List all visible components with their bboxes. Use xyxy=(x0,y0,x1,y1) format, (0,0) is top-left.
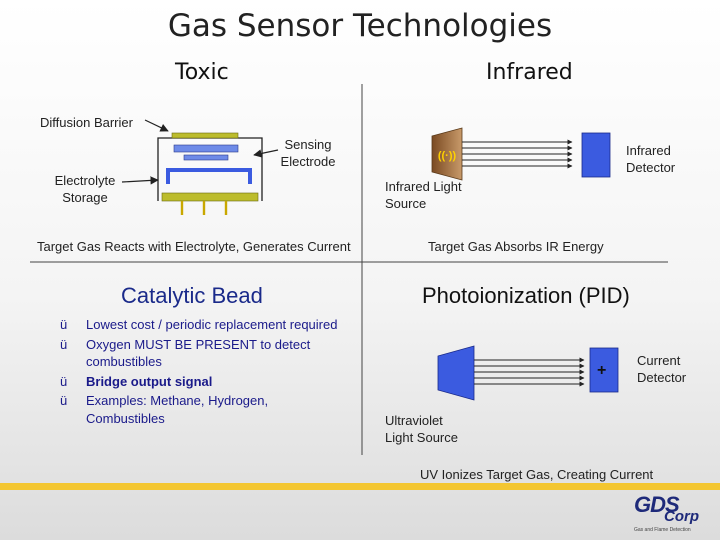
sensing-electrode-label: Sensing Electrode xyxy=(280,137,336,169)
infrared-detector-label: Infrared Detector xyxy=(626,143,676,175)
current-detector-label: Current Detector xyxy=(637,353,687,385)
diffusion-barrier-arrow xyxy=(144,119,169,132)
diffusion-barrier-label: Diffusion Barrier xyxy=(40,115,133,130)
electrolyte-storage-label: Electrolyte Storage xyxy=(54,173,116,205)
toxic-caption: Target Gas Reacts with Electrolyte, Gene… xyxy=(37,239,351,254)
uv-source-shape xyxy=(437,345,475,401)
infrared-caption: Target Gas Absorbs IR Energy xyxy=(428,239,604,254)
check-icon: ü xyxy=(60,373,68,389)
infrared-source-label: Infrared Light Source xyxy=(385,179,462,211)
cell-base xyxy=(161,192,259,202)
uv-source-label: Ultraviolet Light Source xyxy=(385,413,458,445)
diffusion-barrier-layer xyxy=(171,132,239,139)
catalytic-heading: Catalytic Bead xyxy=(121,283,263,308)
ir-detector-block xyxy=(581,132,611,178)
infrared-heading: Infrared xyxy=(486,60,573,85)
ir-emitter-symbol-icon: ((·)) xyxy=(438,150,457,162)
sensing-electrode-plate xyxy=(173,144,239,153)
sensing-electrode-arrow xyxy=(253,149,279,158)
toxic-heading: Toxic xyxy=(175,60,229,85)
page-title: Gas Sensor Technologies xyxy=(167,8,553,44)
check-icon: ü xyxy=(60,317,68,332)
electrolyte-wick xyxy=(166,168,252,184)
check-icon: ü xyxy=(60,393,68,408)
gds-corp-logo: GDS Corp Gas and Flame Detection xyxy=(634,492,699,533)
plus-icon: + xyxy=(597,362,607,379)
check-icon: ü xyxy=(60,336,68,352)
electrolyte-storage-arrow xyxy=(121,176,159,185)
current-detector-block xyxy=(589,347,619,393)
ir-source-shape xyxy=(431,127,463,181)
footer-bar xyxy=(0,483,720,490)
reference-electrode-plate xyxy=(183,154,229,161)
pid-heading: Photoionization (PID) xyxy=(422,283,630,308)
pid-caption: UV Ionizes Target Gas, Creating Current xyxy=(420,467,654,482)
